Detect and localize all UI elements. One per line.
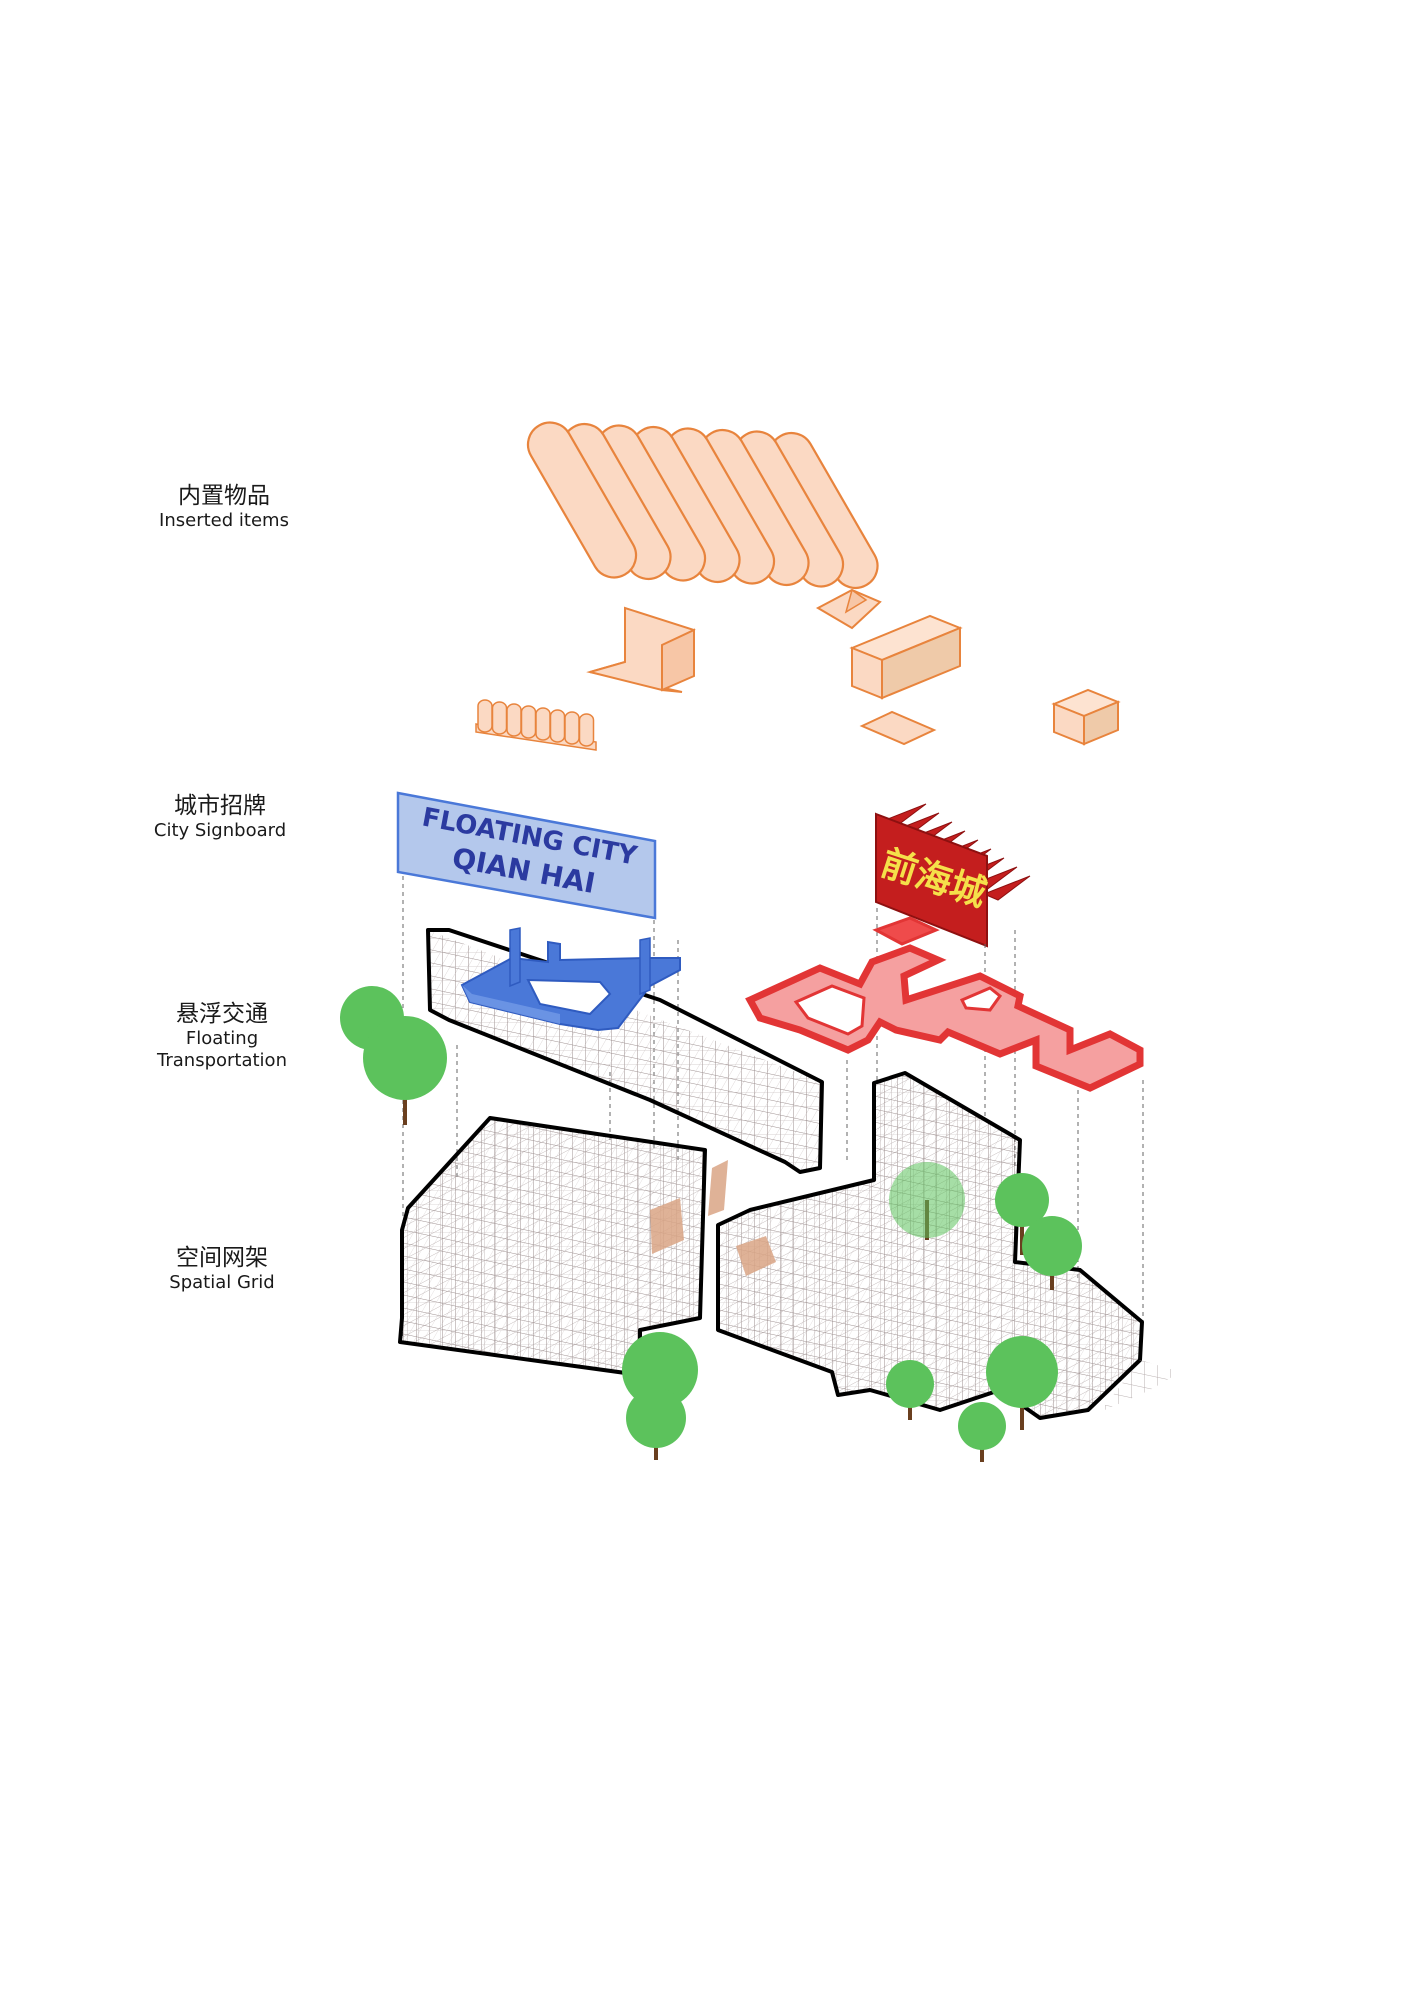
layer-title-zh: 悬浮交通	[176, 1001, 268, 1027]
tree	[986, 1336, 1058, 1430]
tree-crown	[626, 1388, 686, 1448]
tree	[886, 1360, 934, 1420]
layer-title-zh: 城市招牌	[174, 793, 266, 819]
tree-crown	[958, 1402, 1006, 1450]
tree-crown	[1022, 1216, 1082, 1276]
tree-crown	[886, 1360, 934, 1408]
red-signboard: 前海城	[875, 803, 1031, 948]
layer-label-inserted-items: 内置物品 Inserted items	[104, 482, 344, 532]
bench-cylinder	[477, 699, 493, 733]
layer-title-en: Inserted items	[159, 510, 289, 531]
city-signboard-layer: FLOATING CITY QIAN HAI 前海城	[396, 791, 1031, 948]
layer-title-en: Spatial Grid	[169, 1272, 275, 1293]
box-item	[849, 614, 963, 700]
bench-cylinder	[549, 709, 566, 743]
cylinder-bench-item	[475, 699, 597, 751]
layer-label-floating-transportation: 悬浮交通 Floating Transportation	[102, 1000, 342, 1072]
blue-floating-transport	[460, 927, 681, 1032]
layer-title-zh: 空间网架	[176, 1245, 268, 1271]
trees	[340, 986, 1082, 1462]
tree-crown	[889, 1162, 965, 1238]
bench-cylinder	[491, 701, 508, 735]
bench-cylinder	[520, 705, 537, 739]
tree	[995, 1173, 1049, 1255]
triangle-piece-item	[815, 588, 882, 630]
red-floating-transport	[745, 916, 1144, 1092]
tree	[363, 1016, 447, 1125]
roof-tube	[526, 421, 638, 579]
layer-title-zh: 内置物品	[178, 483, 270, 509]
layer-title-en: City Signboard	[153, 820, 287, 841]
layer-title-en: Floating Transportation	[157, 1028, 287, 1071]
inserted-items-layer	[475, 421, 1121, 751]
corrugated-roof-item	[526, 421, 879, 590]
tree	[889, 1162, 965, 1240]
tree-crown	[622, 1332, 698, 1408]
tree-crown	[363, 1016, 447, 1100]
flat-tile-item	[859, 710, 937, 746]
folded-panel-item	[586, 606, 696, 693]
tree-crown	[995, 1173, 1049, 1227]
tree	[1022, 1216, 1082, 1290]
spike	[982, 875, 1031, 901]
tree-crown	[986, 1336, 1058, 1408]
blue-signboard: FLOATING CITY QIAN HAI	[396, 791, 657, 920]
small-cube-item	[1051, 688, 1121, 746]
tree	[626, 1388, 686, 1460]
bench-cylinder	[506, 703, 522, 737]
tree	[958, 1402, 1006, 1462]
layer-label-city-signboard: 城市招牌 City Signboard	[100, 792, 340, 842]
layer-label-spatial-grid: 空间网架 Spatial Grid	[102, 1244, 342, 1294]
bench-cylinder	[535, 707, 551, 741]
bench-cylinder	[578, 713, 595, 747]
bench-cylinder	[564, 711, 580, 745]
